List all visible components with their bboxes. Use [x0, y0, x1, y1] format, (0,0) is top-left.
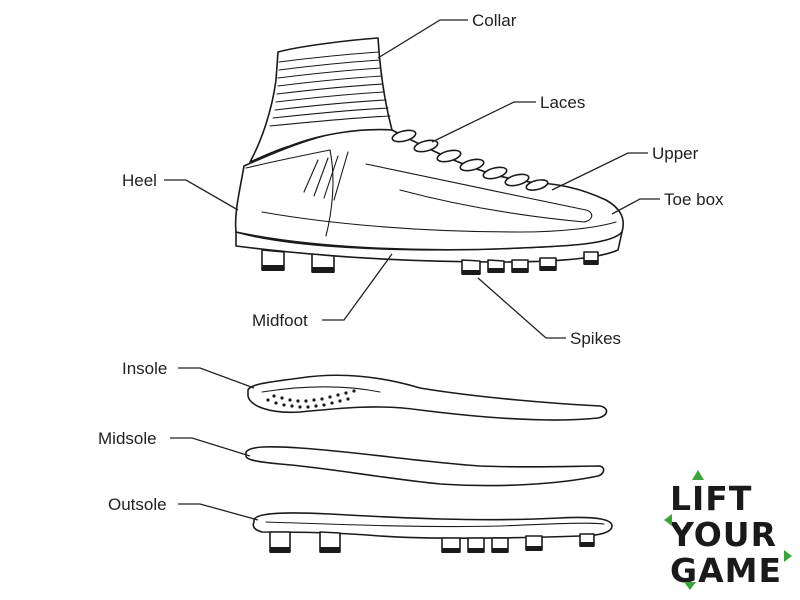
insole-leader [178, 367, 255, 389]
heel-leader [164, 179, 239, 211]
logo-down-arrow-icon [684, 582, 696, 590]
logo-up-arrow-icon [692, 470, 704, 480]
lift-your-game-logo: LIFT YOUR GAME [664, 470, 792, 590]
insole-perforations [266, 389, 356, 409]
laces-leader [431, 101, 536, 143]
label-collar: Collar [472, 11, 517, 30]
label-midfoot: Midfoot [252, 311, 308, 330]
logo-line-1: LIFT [670, 479, 752, 518]
logo-left-arrow-icon [664, 514, 672, 526]
outsole-studs [269, 531, 595, 553]
midfoot-leader [322, 253, 393, 321]
part-labels: Collar Laces Upper Heel Toe box Midfoot … [98, 11, 724, 514]
toe-box-leader [611, 198, 660, 215]
boot-illustration [234, 37, 624, 275]
outsole-leader [178, 503, 259, 521]
label-laces: Laces [540, 93, 585, 112]
heel-counter-line [245, 149, 334, 237]
leader-lines [164, 19, 660, 521]
label-outsole: Outsole [108, 495, 167, 514]
midsole-leader [170, 437, 251, 457]
label-spikes: Spikes [570, 329, 621, 348]
side-stripes [303, 151, 349, 201]
label-insole: Insole [122, 359, 167, 378]
logo-right-arrow-icon [784, 550, 792, 562]
label-upper: Upper [652, 144, 699, 163]
label-heel: Heel [122, 171, 157, 190]
spikes-leader [477, 277, 566, 339]
outsole-illustration [252, 512, 613, 553]
laces-group [391, 129, 549, 191]
midsole-illustration [245, 446, 605, 487]
upper-leader [551, 152, 648, 191]
collar-ribbing [269, 51, 391, 127]
boot-swoosh [365, 163, 593, 223]
label-toe-box: Toe box [664, 190, 724, 209]
upper-seam [261, 211, 617, 233]
label-midsole: Midsole [98, 429, 157, 448]
boot-studs [261, 249, 599, 275]
insole-illustration [247, 374, 608, 421]
collar-leader [377, 19, 468, 59]
logo-line-2: YOUR [669, 515, 777, 554]
